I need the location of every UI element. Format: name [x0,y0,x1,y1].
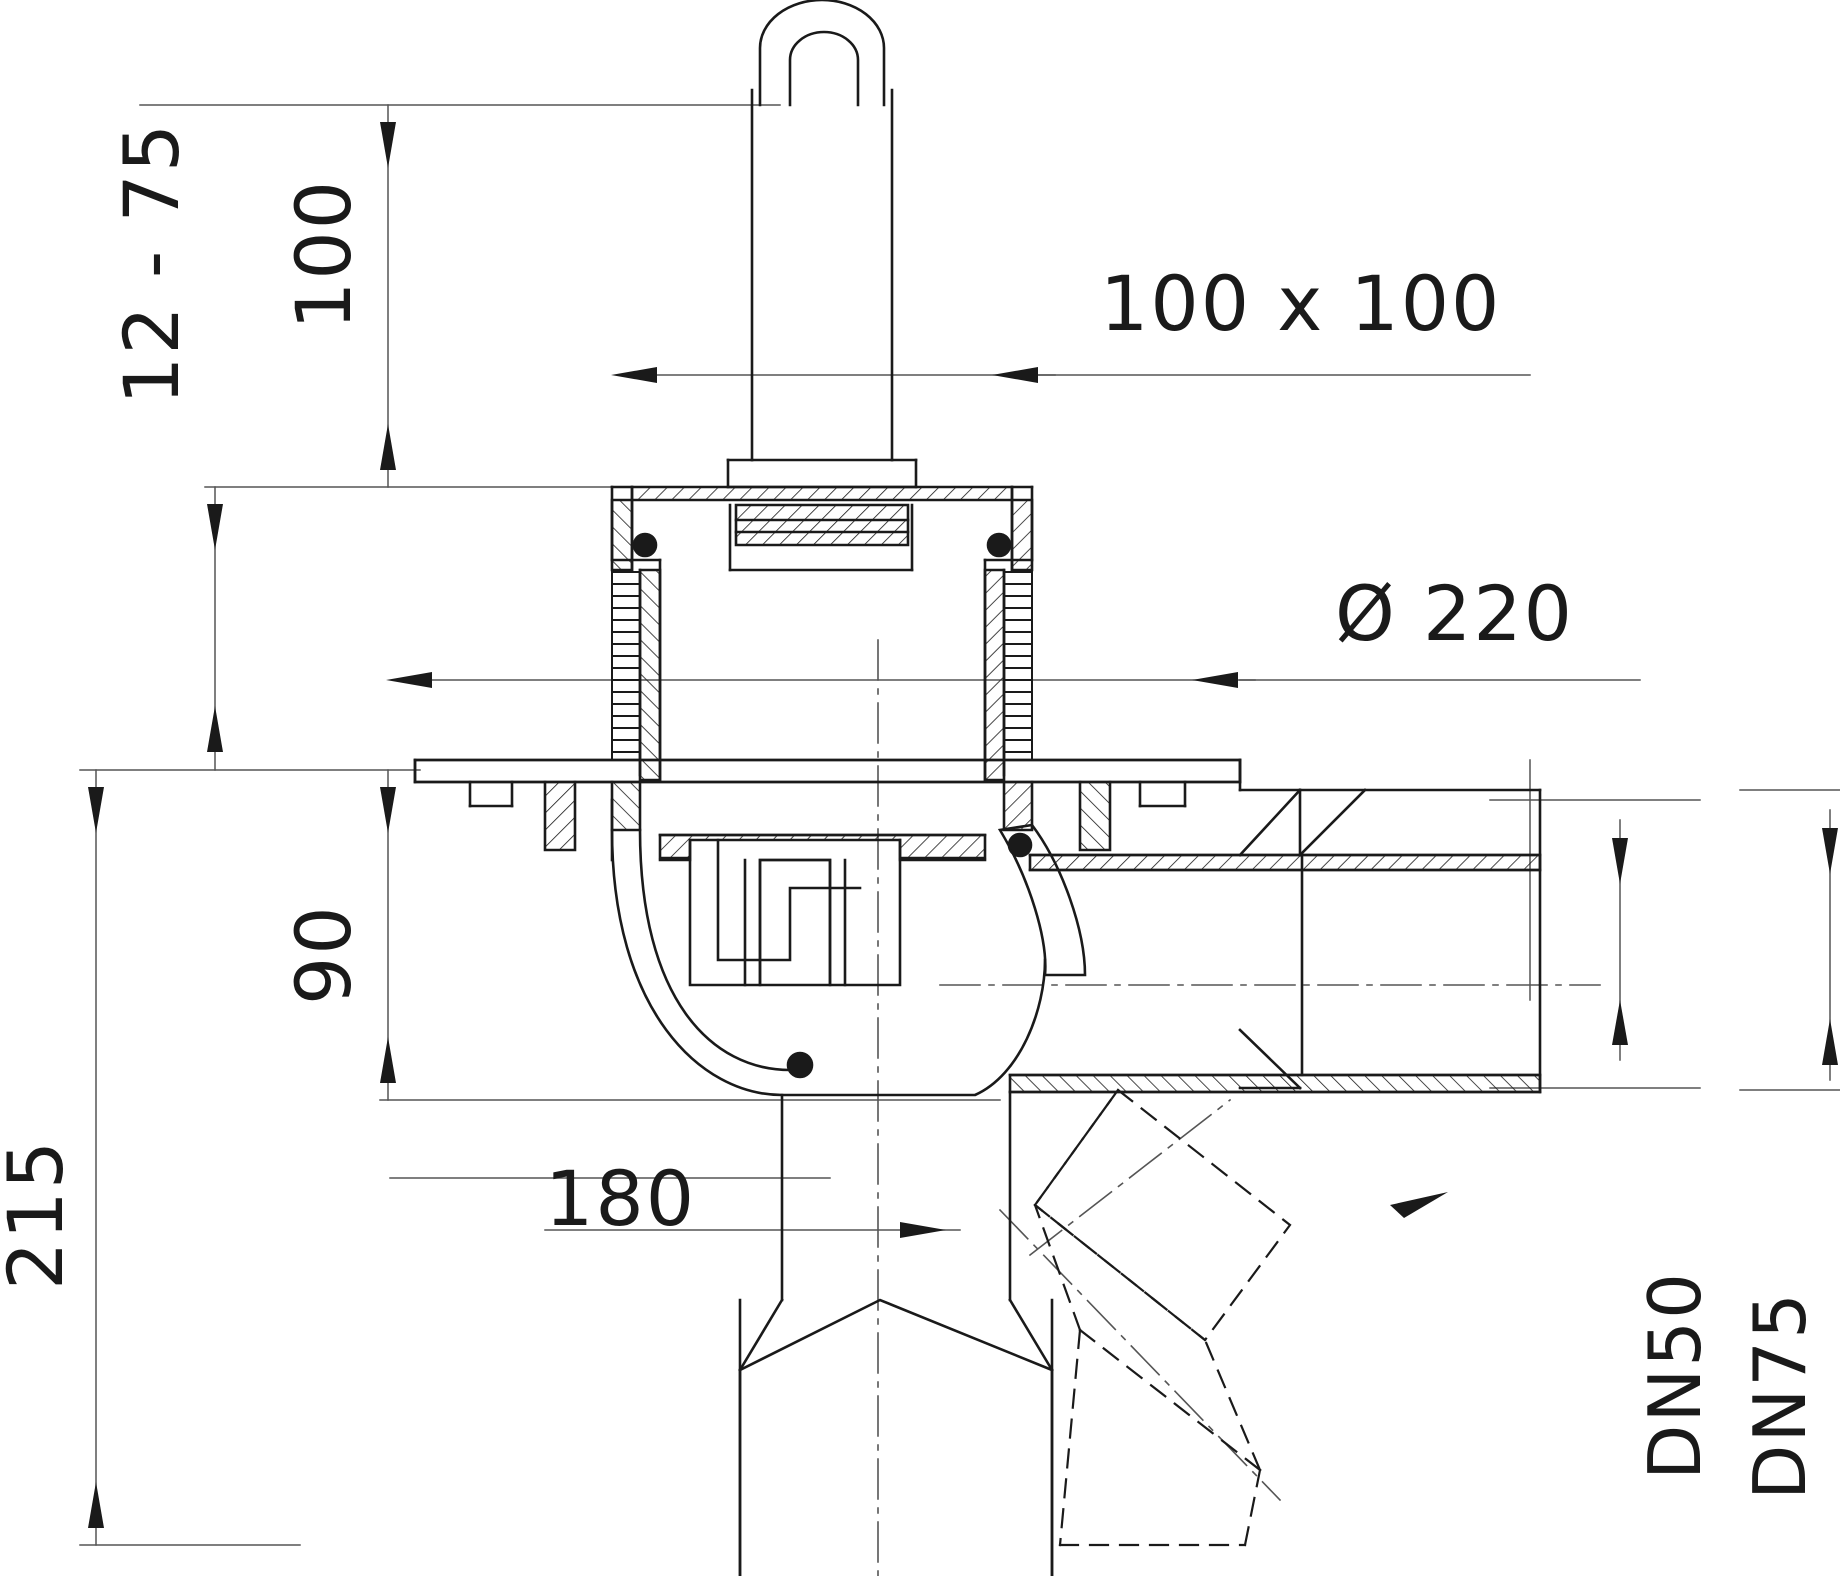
dim-label-12-75: 12 - 75 [107,122,196,405]
dimension-arrows [88,122,1838,1528]
riser-tube [726,88,918,489]
grate-frame [610,485,1034,572]
adjustable-body [611,558,1033,782]
drawing-geometry [79,0,1840,1576]
dim-label-dn75: DN75 [1738,1291,1822,1500]
dim-label-215: 215 [0,1139,80,1290]
dimension-labels: 12 - 75 100 100 x 100 Ø 220 90 215 180 D… [0,122,1822,1500]
trap-body [610,798,1087,1097]
lift-handle [758,0,886,107]
dim-label-dn50: DN50 [1633,1271,1717,1480]
alternate-outlet-position [1033,1088,1292,1547]
dim-label-90: 90 [279,904,368,1005]
side-outlet-pipe [1008,758,1542,1094]
dim-label-180: 180 [545,1154,696,1243]
center-lines [877,639,1601,1576]
dimension-lines [79,104,1840,1546]
dim-label-diameter-220: Ø 220 [1335,569,1574,658]
dim-label-100: 100 [279,179,368,330]
bottom-outlet-pipe [738,1090,1054,1576]
dim-label-100x100: 100 x 100 [1100,259,1501,348]
